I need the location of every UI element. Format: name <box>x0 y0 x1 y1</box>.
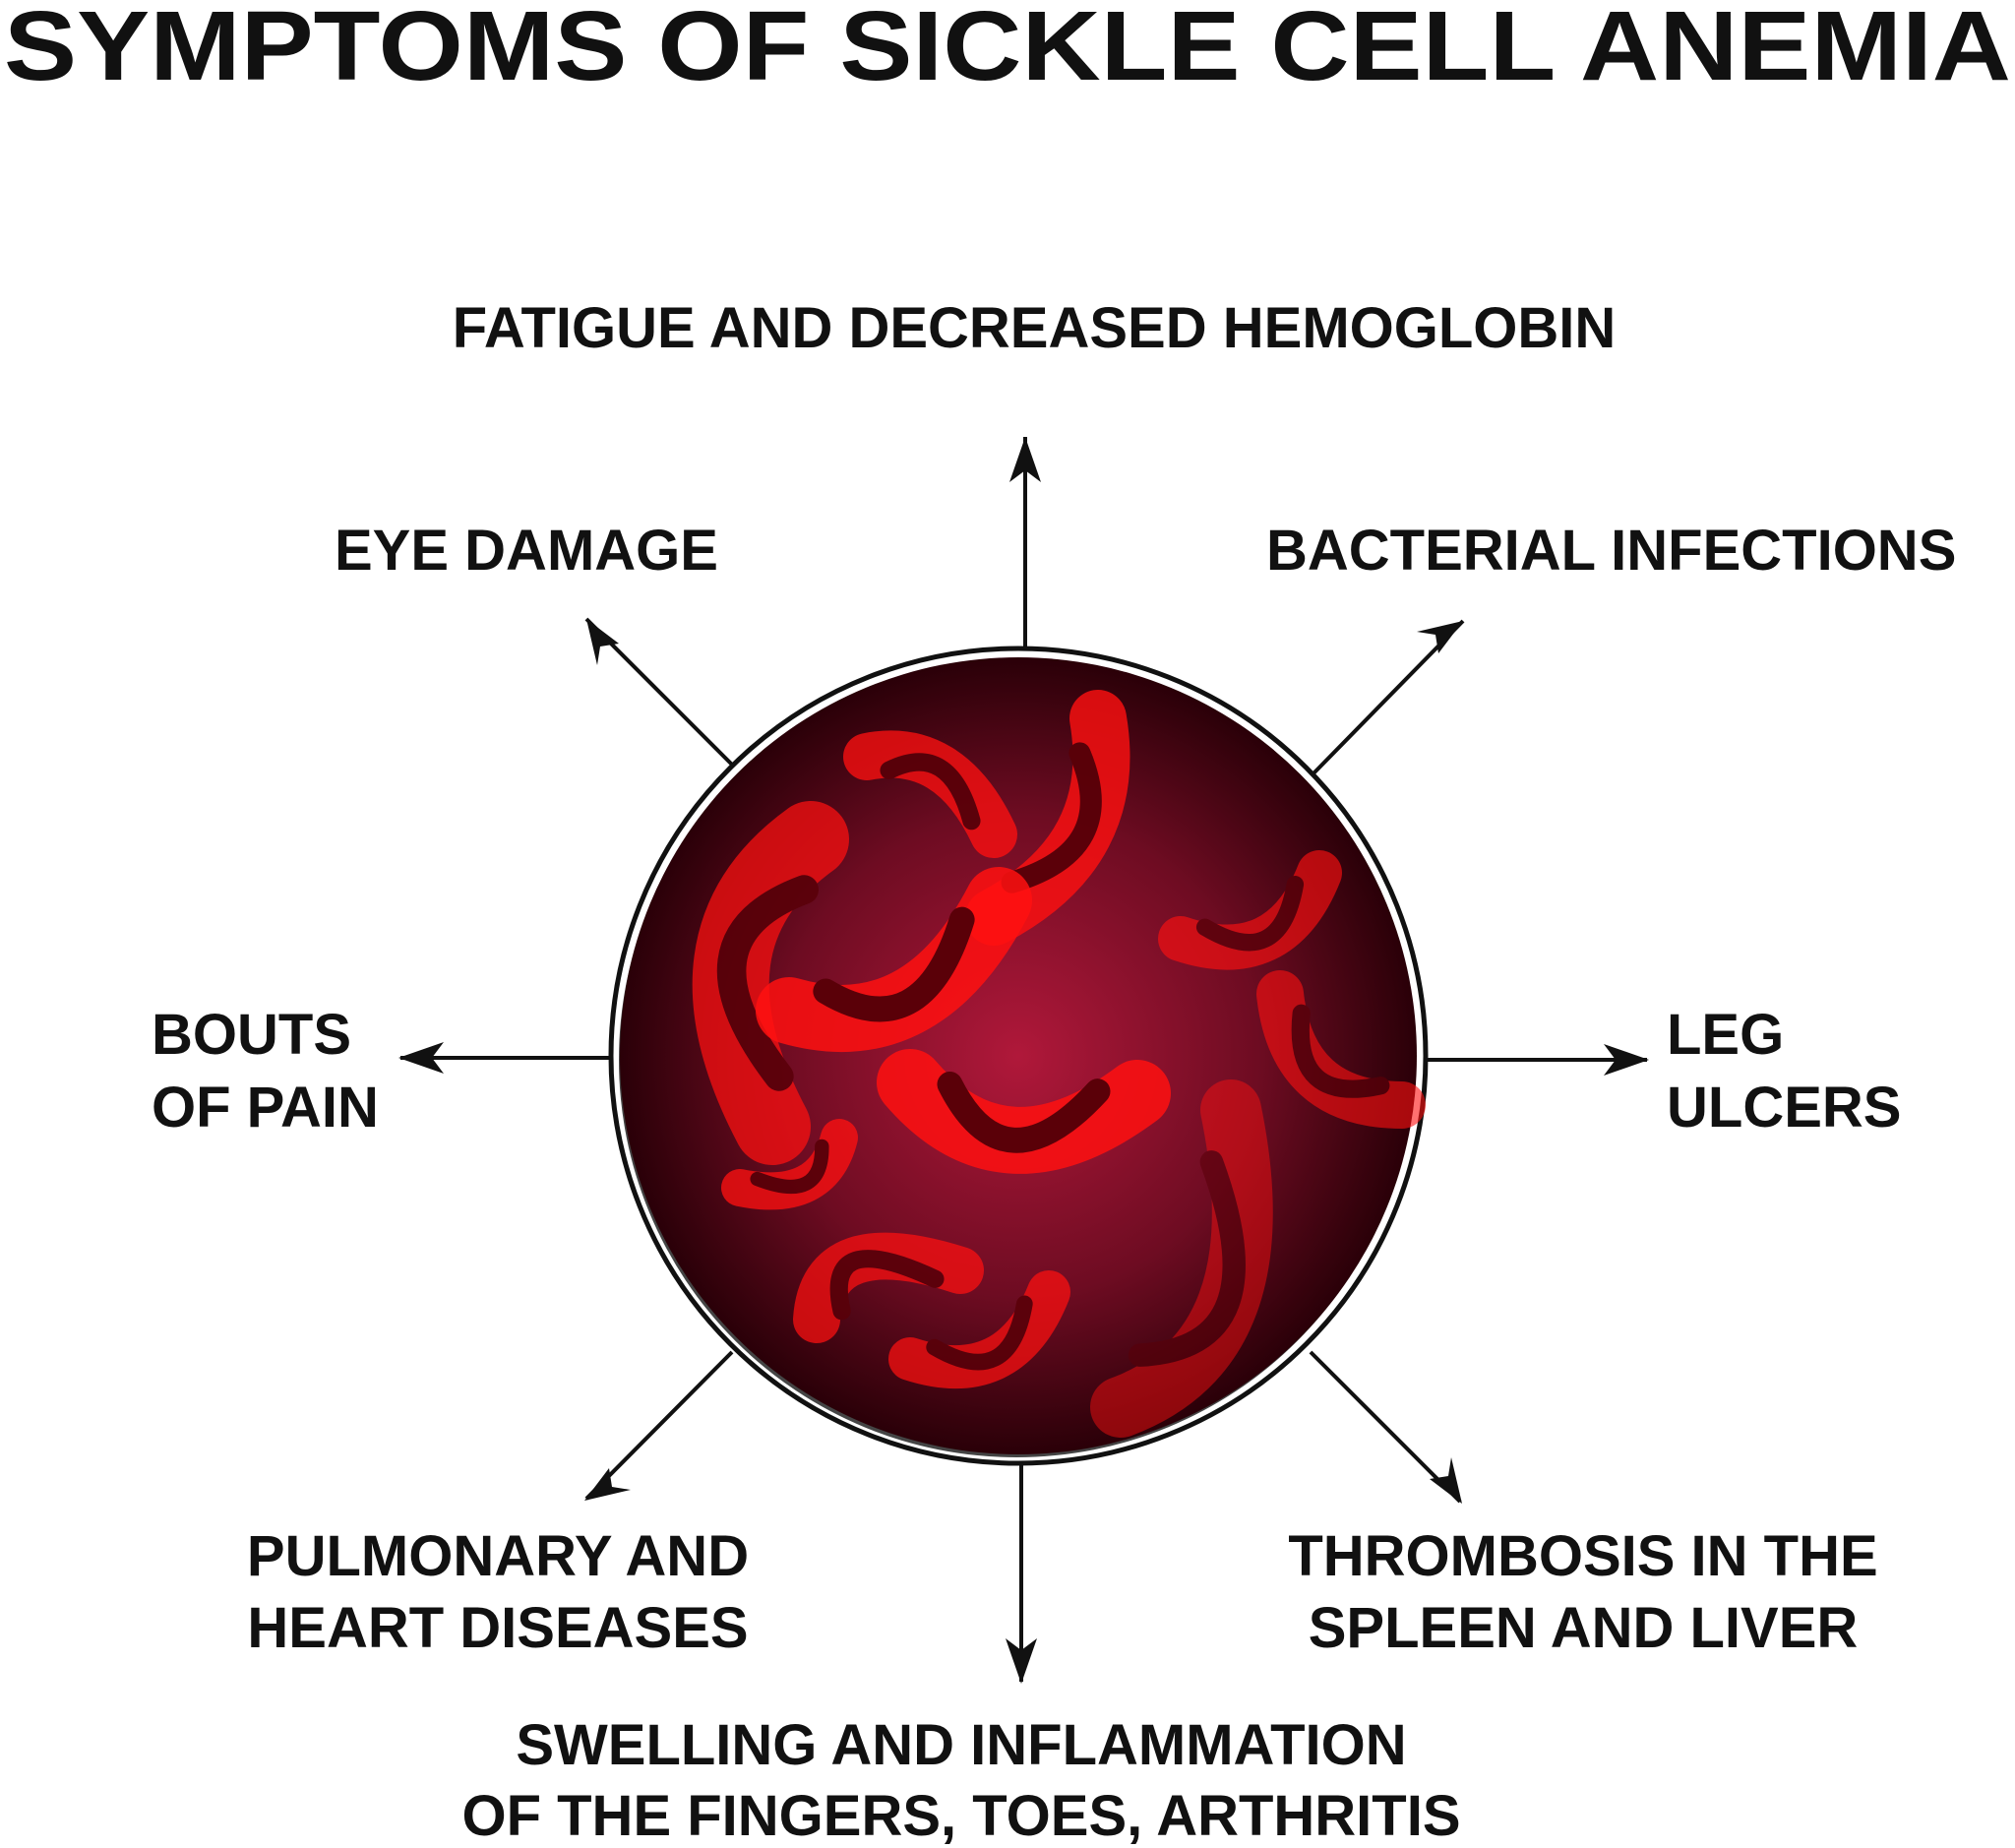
label-bouts-of-pain-line2: OF PAIN <box>152 1076 379 1140</box>
arrows <box>398 437 1649 1684</box>
label-fatigue: FATIGUE AND DECREASED HEMOGLOBIN <box>453 296 1617 360</box>
arrowhead-right <box>1604 1044 1649 1076</box>
arrow-down-left <box>584 1350 734 1501</box>
arrow-down-right <box>1309 1350 1462 1504</box>
label-pulmonary-line1: PULMONARY AND <box>247 1524 749 1588</box>
page-title: SYMPTOMS OF SICKLE CELL ANEMIA <box>4 0 2011 101</box>
blood-sample-circle <box>608 646 1429 1466</box>
label-thrombosis-line2: SPLEEN AND LIVER <box>1309 1596 1859 1660</box>
arrowhead-up <box>1009 437 1041 482</box>
sickle-cell <box>721 1119 858 1210</box>
sickle-cells <box>692 690 1426 1438</box>
label-bouts-of-pain-line1: BOUTS <box>152 1003 351 1067</box>
sickle-cell <box>793 1232 984 1343</box>
sickle-cell <box>1090 1079 1273 1438</box>
label-swelling-line1: SWELLING AND INFLAMMATION <box>516 1713 1406 1777</box>
label-leg-ulcers-line2: ULCERS <box>1667 1076 1901 1140</box>
symptom-labels: FATIGUE AND DECREASED HEMOGLOBIN EYE DAM… <box>152 296 1956 1848</box>
sickle-cell <box>888 1270 1070 1388</box>
sickle-cell <box>1158 850 1342 970</box>
label-leg-ulcers-line1: LEG <box>1667 1003 1784 1067</box>
sickle-cell <box>692 801 849 1165</box>
sickle-cell <box>877 1049 1171 1174</box>
sickle-cell <box>1256 970 1426 1129</box>
label-thrombosis-line1: THROMBOSIS IN THE <box>1288 1524 1877 1588</box>
label-eye-damage: EYE DAMAGE <box>335 519 718 583</box>
label-pulmonary-line2: HEART DISEASES <box>247 1596 748 1660</box>
label-swelling-line2: OF THE FINGERS, TOES, ARTHRITIS <box>461 1784 1460 1848</box>
arrowhead-down-left <box>584 1468 631 1501</box>
arrowhead-down-right <box>1430 1457 1462 1504</box>
sickle-cell <box>756 867 1032 1052</box>
label-bacterial-infections: BACTERIAL INFECTIONS <box>1266 519 1956 583</box>
arrowhead-up-right <box>1417 621 1463 653</box>
arrowhead-down <box>1006 1638 1037 1684</box>
arrowhead-up-left <box>586 619 619 665</box>
sickle-cell <box>843 730 1017 858</box>
arrowhead-left <box>398 1042 444 1074</box>
